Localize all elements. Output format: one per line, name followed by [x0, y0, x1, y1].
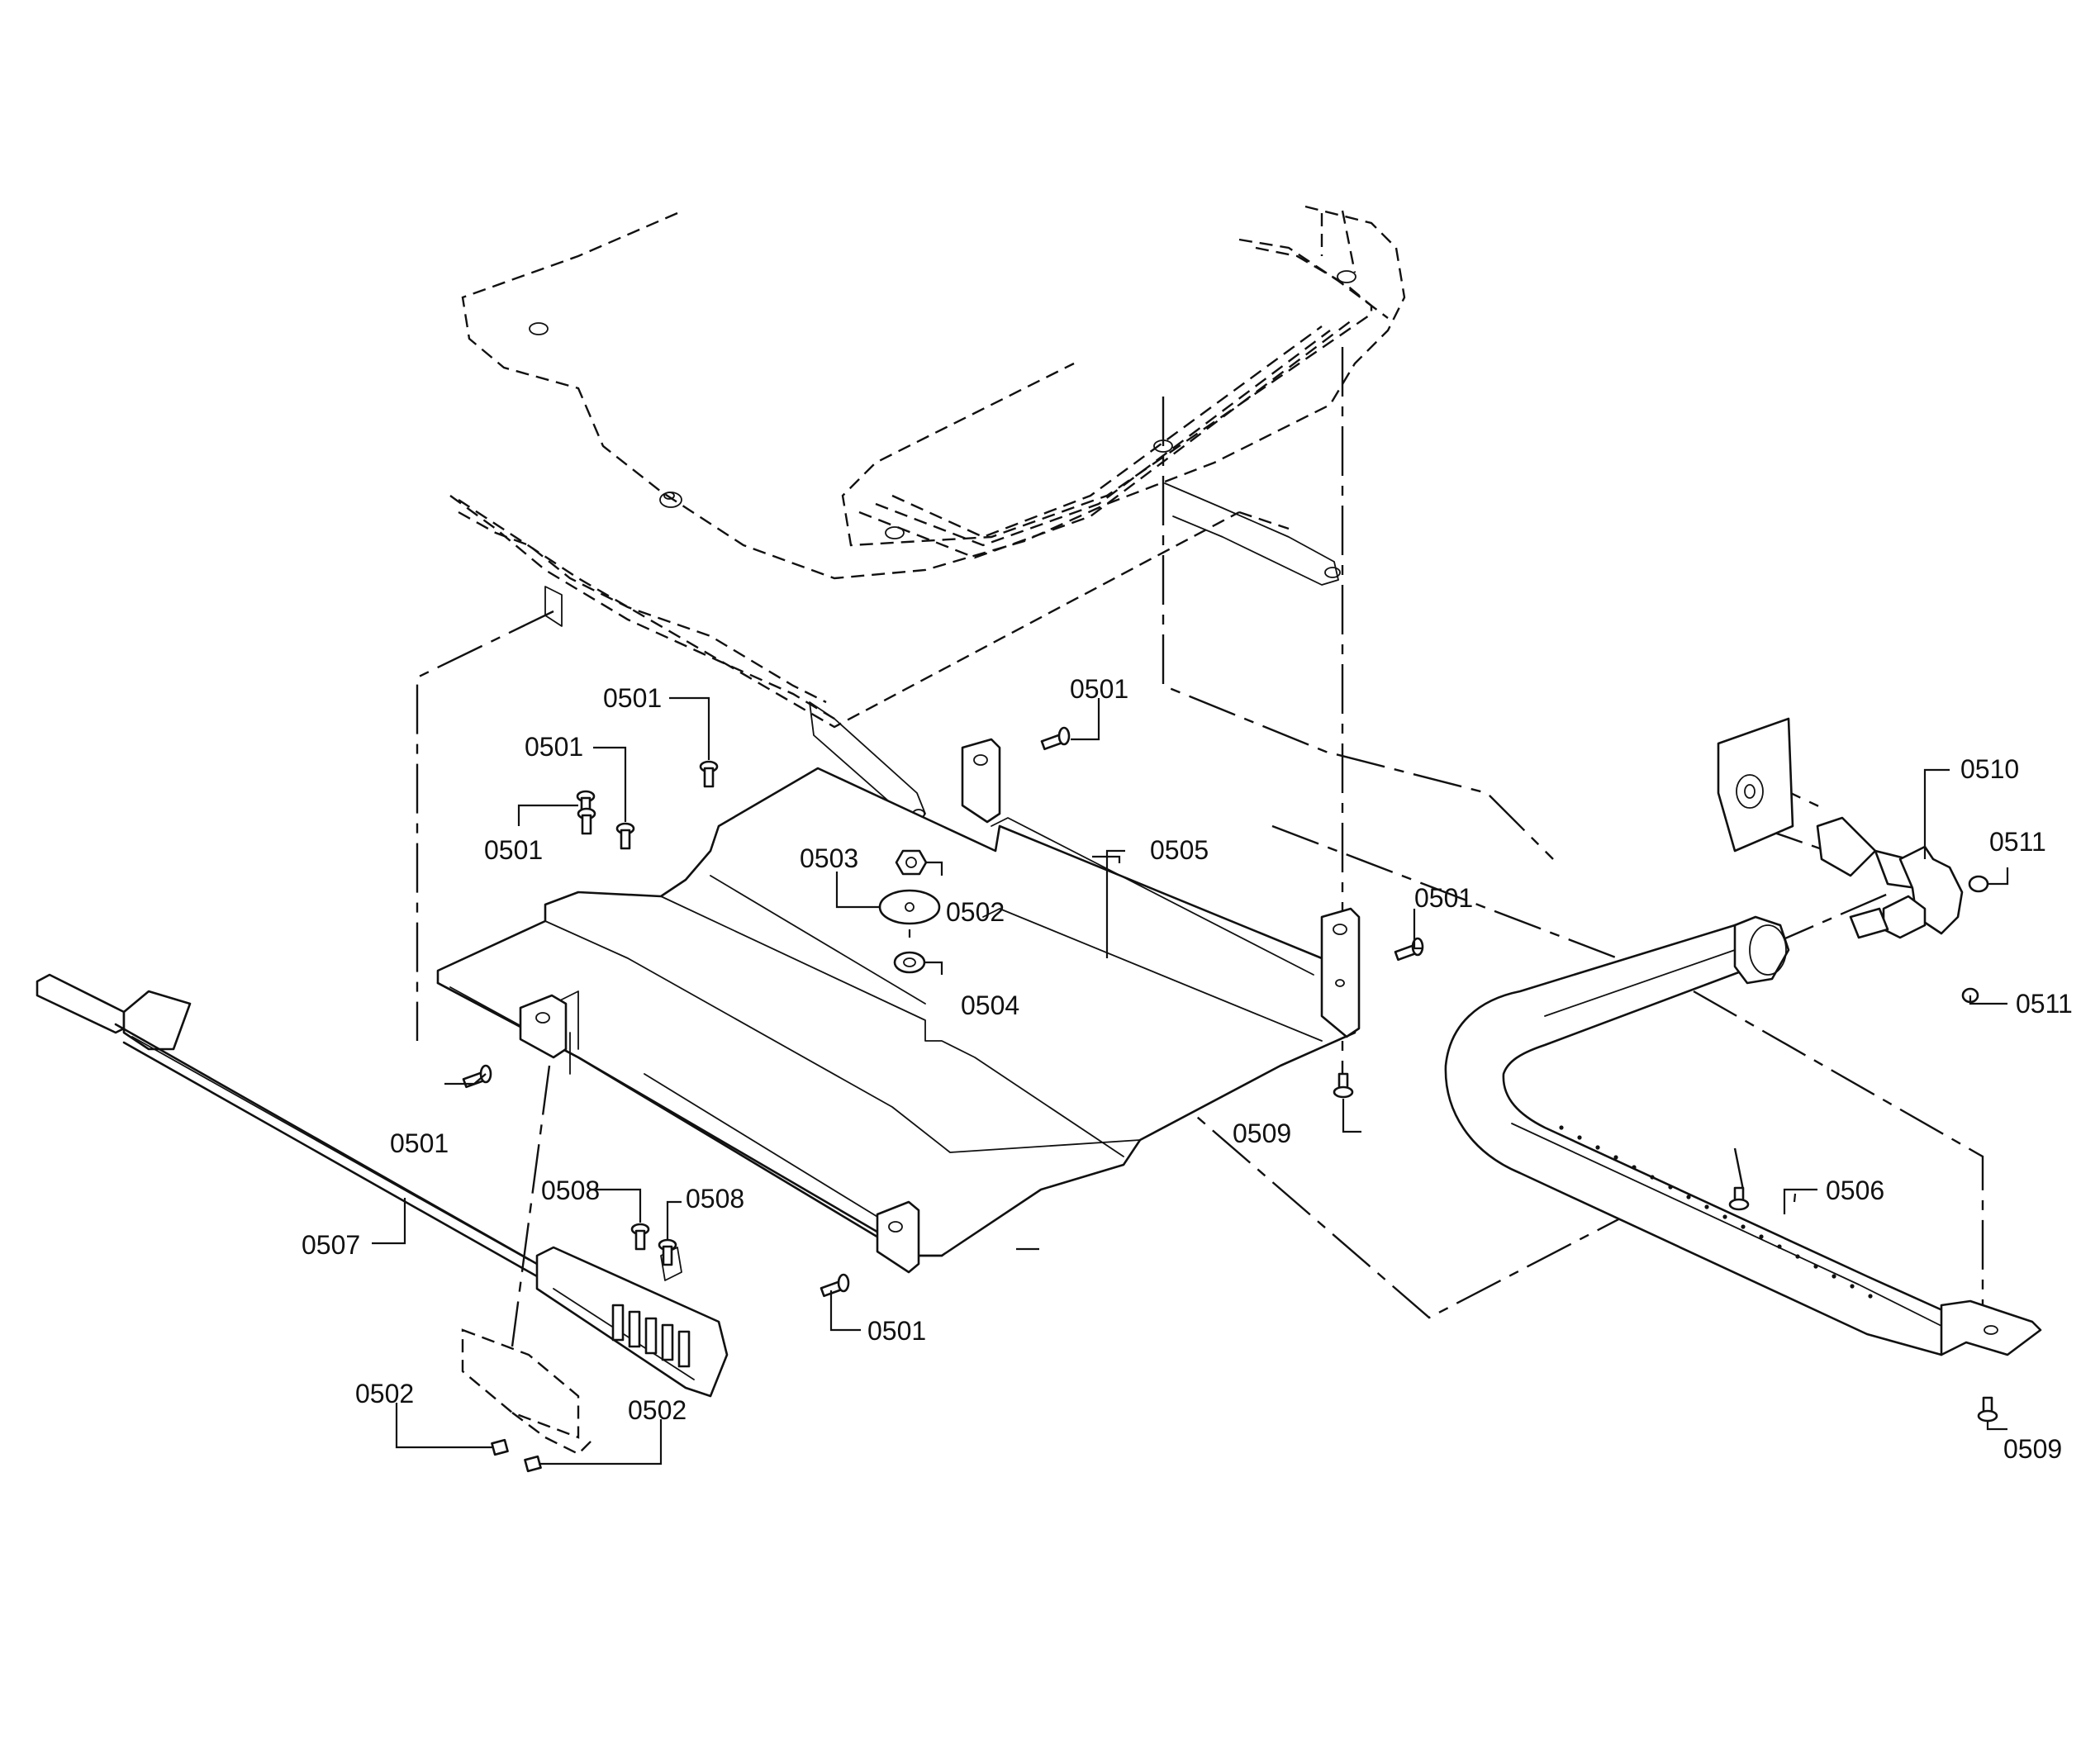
right-bracket	[1320, 907, 1361, 1038]
screw-icon	[820, 1273, 850, 1298]
screw-icon	[1333, 1072, 1354, 1099]
callout-0501: 0501	[525, 732, 583, 762]
center-hardware	[878, 849, 941, 974]
screw-icon	[630, 1223, 650, 1251]
callout-0509: 0509	[1233, 1119, 1291, 1148]
callout-0506: 0506	[1826, 1176, 1884, 1205]
callout-0505: 0505	[1150, 835, 1209, 865]
callout-0501: 0501	[867, 1316, 926, 1346]
screw-icon	[658, 1238, 677, 1266]
nut-icon	[524, 1455, 542, 1473]
orifice-fitting	[1717, 717, 1964, 939]
screw-icon	[1977, 1396, 1998, 1423]
callout-0501: 0501	[390, 1128, 449, 1158]
nut-icon	[491, 1438, 509, 1456]
callout-0501: 0501	[603, 683, 662, 713]
callout-0510: 0510	[1960, 754, 2019, 784]
screw-icon	[1968, 875, 1989, 893]
front-bottom-bracket	[876, 1200, 920, 1274]
rear-top-bracket	[961, 738, 1001, 824]
callout-0509: 0509	[2003, 1434, 2062, 1464]
screw-icon	[577, 807, 596, 835]
callout-0501: 0501	[1070, 674, 1128, 704]
screw-icon	[1394, 937, 1424, 962]
callout-0502: 0502	[628, 1395, 687, 1425]
callout-0508: 0508	[686, 1184, 744, 1214]
electrode-wire	[36, 973, 539, 1278]
front-left-bracket	[519, 994, 568, 1059]
leader-lines	[372, 696, 2009, 1465]
callout-0511: 0511	[1989, 827, 2046, 857]
callout-0501: 0501	[484, 835, 543, 865]
callout-0502: 0502	[946, 897, 1005, 927]
igniter-module	[461, 1246, 729, 1456]
burner-tube	[1444, 915, 2042, 1356]
screw-icon	[699, 760, 719, 788]
callout-labels: 0501 0501 0501 0501 0501 0501 0501 0502 …	[302, 674, 2073, 1464]
callout-0508: 0508	[541, 1176, 600, 1205]
callout-0511: 0511	[2016, 989, 2073, 1019]
callout-0501: 0501	[1414, 883, 1473, 913]
callout-0503: 0503	[800, 843, 858, 873]
callout-0504: 0504	[961, 990, 1019, 1020]
oven-cavity-phantom-outline	[449, 205, 1406, 729]
rear-flange	[458, 482, 1341, 827]
screw-icon	[1040, 726, 1071, 751]
screw-icon	[615, 822, 635, 850]
callout-0507: 0507	[302, 1230, 360, 1260]
callout-0502: 0502	[355, 1379, 414, 1408]
screw-icon	[1728, 1186, 1750, 1211]
